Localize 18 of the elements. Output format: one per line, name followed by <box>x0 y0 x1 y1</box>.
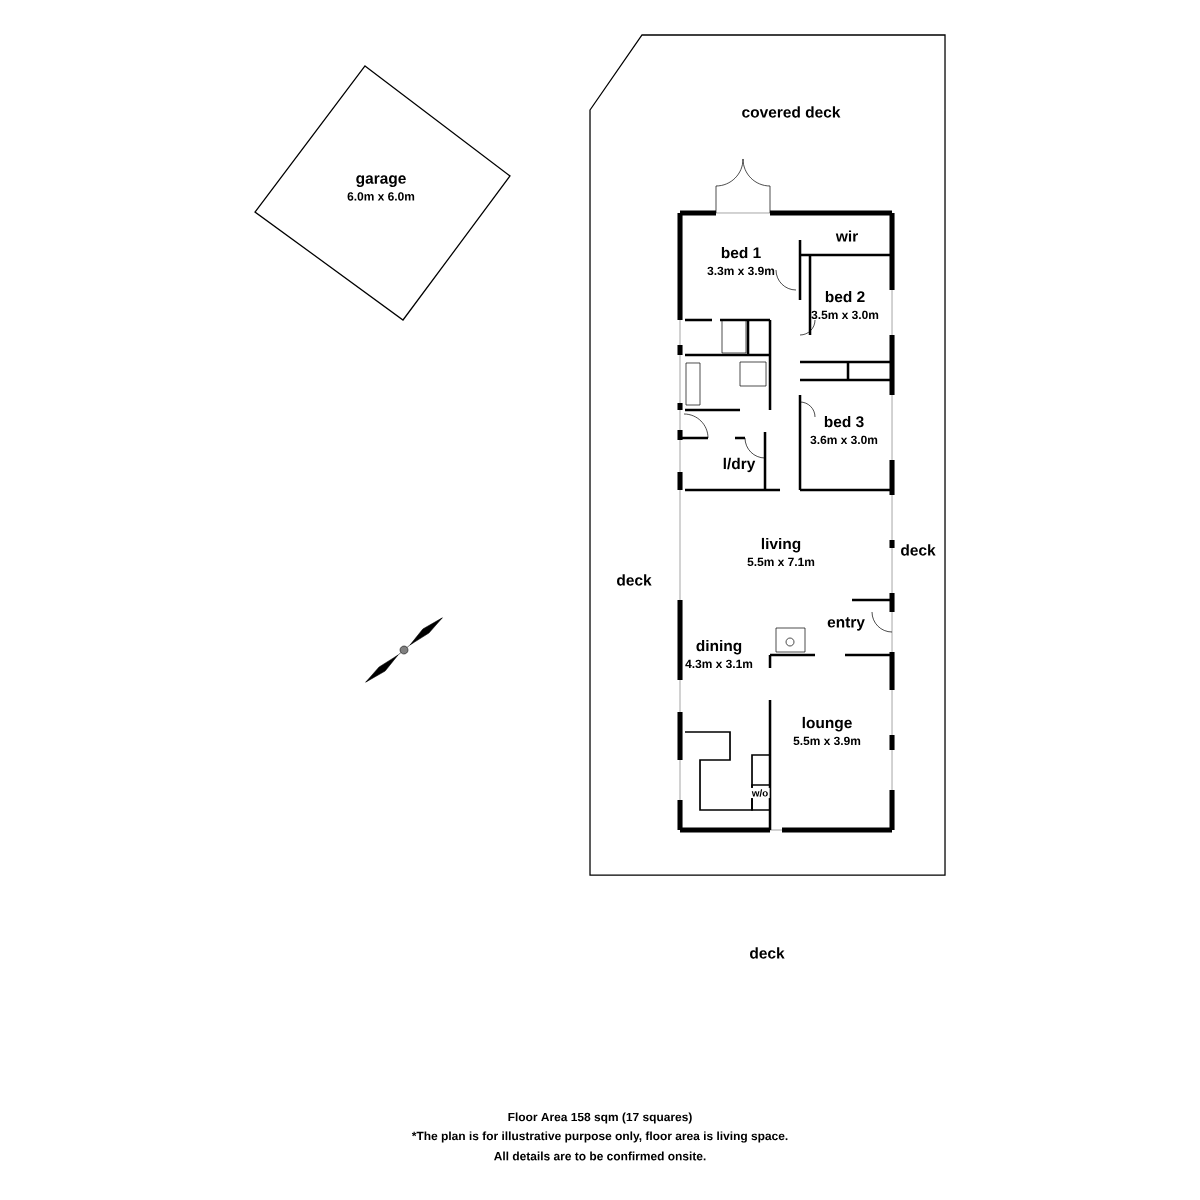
room-label: dining 4.3m x 3.1m <box>685 639 753 669</box>
room-label: living 5.5m x 7.1m <box>747 537 815 567</box>
area-label: deck <box>617 574 652 586</box>
room-label: garage 6.0m x 6.0m <box>347 175 415 201</box>
room-label: w/o <box>750 787 770 799</box>
room-label: entry <box>827 617 865 631</box>
room-label: l/dry <box>723 457 756 473</box>
area-label: covered deck <box>742 106 841 118</box>
room-label: wir <box>835 230 858 242</box>
note-text: *The plan is for illustrative purpose only, floor area is living space. <box>411 1131 788 1143</box>
area-label: deck <box>750 947 785 959</box>
room-label: lounge 5.5m x 3.9m <box>793 716 861 746</box>
room-label: bed 1 3.3m x 3.9m <box>707 246 775 276</box>
note-text: All details are to be confirmed onsite. <box>494 1151 706 1161</box>
area-label: deck <box>901 544 936 556</box>
room-label: bed 2 3.5m x 3.0m <box>811 290 879 320</box>
note-text: Floor Area 158 sqm (17 squares) <box>508 1112 692 1124</box>
room-label: bed 3 3.6m x 3.0m <box>810 415 878 445</box>
